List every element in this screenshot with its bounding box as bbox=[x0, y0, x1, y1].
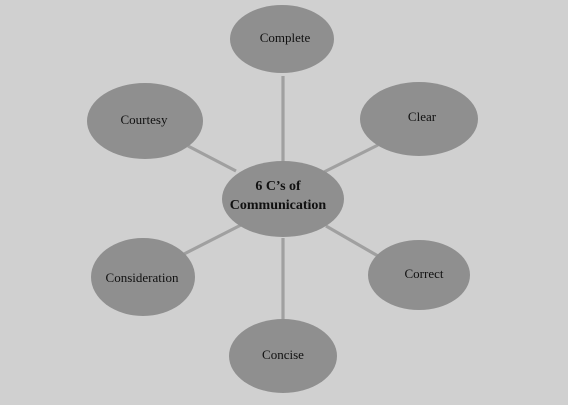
node-concise-label: Concise bbox=[262, 347, 304, 362]
node-courtesy-label: Courtesy bbox=[121, 112, 168, 127]
connector-courtesy bbox=[187, 144, 237, 173]
connectors bbox=[183, 76, 379, 322]
node-clear: Clear bbox=[360, 82, 478, 156]
node-clear-shape bbox=[360, 82, 478, 156]
node-consideration: Consideration bbox=[91, 238, 195, 316]
node-correct: Correct bbox=[368, 240, 470, 310]
node-concise-shape bbox=[229, 319, 337, 393]
node-complete-shape bbox=[230, 5, 334, 73]
node-consideration-label: Consideration bbox=[106, 270, 179, 285]
connector-consideration bbox=[183, 223, 242, 256]
node-concise: Concise bbox=[229, 319, 337, 393]
connector-correct bbox=[325, 224, 379, 258]
center-title-line1: 6 C’s of bbox=[255, 179, 301, 194]
node-consideration-shape bbox=[91, 238, 195, 316]
connector-clear bbox=[319, 143, 379, 176]
node-courtesy: Courtesy bbox=[87, 83, 203, 159]
node-correct-shape bbox=[368, 240, 470, 310]
node-courtesy-shape bbox=[87, 83, 203, 159]
center-node: 6 C’s of Communication bbox=[222, 161, 344, 237]
node-complete-label: Complete bbox=[260, 30, 311, 45]
node-complete: Complete bbox=[230, 5, 334, 73]
node-correct-label: Correct bbox=[405, 266, 444, 281]
center-node-shape bbox=[222, 161, 344, 237]
center-title-line2: Communication bbox=[230, 198, 327, 213]
node-clear-label: Clear bbox=[408, 109, 437, 124]
